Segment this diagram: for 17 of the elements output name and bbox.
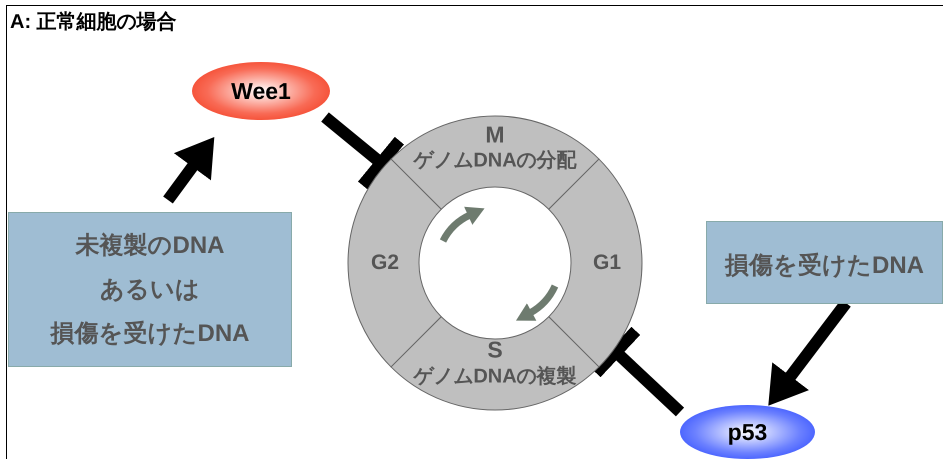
phase-label: M [485,122,505,148]
phase-label: S [487,336,503,364]
protein-ellipse: Wee1 [192,62,330,120]
box-text: 損傷を受けたDNA [725,251,924,281]
arrow [163,137,214,204]
phase-label: G1 [593,251,621,275]
box-text: 未複製のDNA [76,230,224,260]
phase-label: G2 [371,251,399,275]
box-text: 損傷を受けたDNA [50,318,250,348]
protein-ellipse: p53 [680,405,815,459]
text-box [706,221,943,304]
phase-description: ゲノムDNAの分配 [413,148,577,174]
title: A: 正常細胞の場合 [10,10,177,35]
text-box [8,212,292,367]
box-text: あるいは [100,274,200,304]
phase-segment [391,317,599,410]
phase-description: ゲノムDNAの複製 [413,364,577,390]
